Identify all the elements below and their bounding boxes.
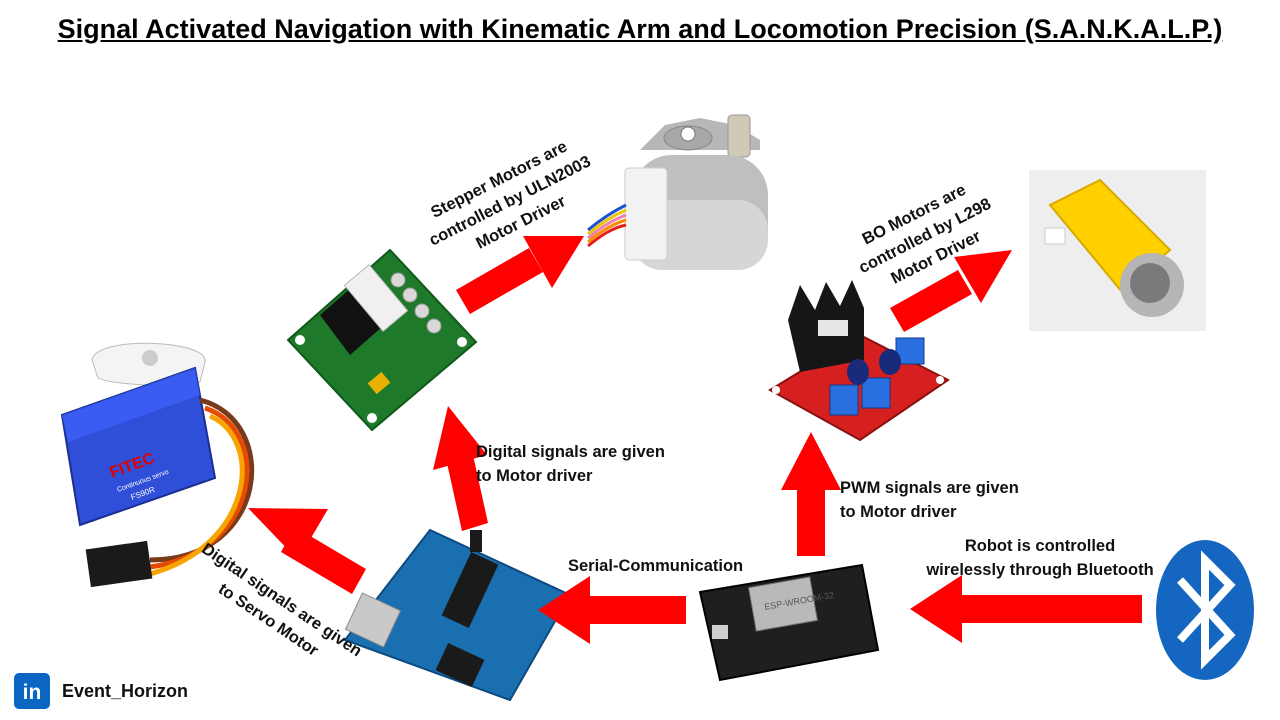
- label-pwm-to-driver: PWM signals are given to Motor driver: [840, 479, 1019, 521]
- linkedin-icon-text: in: [23, 681, 42, 704]
- brand-label: Event_Horizon: [62, 680, 189, 701]
- esp32-board-image: ESP-WROOM-32: [698, 563, 880, 682]
- page-title: Signal Activated Navigation with Kinemat…: [57, 14, 1223, 44]
- label-bluetooth-control: Robot is controlled wirelessly through B…: [926, 537, 1154, 579]
- linkedin-icon: in: [14, 673, 50, 709]
- arrow-esp32-to-l298: [781, 432, 841, 556]
- uln2003-driver-image: [286, 248, 478, 432]
- l298-driver-image: [768, 280, 950, 442]
- arrow-bluetooth-to-esp32: [910, 575, 1142, 643]
- label-serial-communication: Serial-Communication: [568, 557, 744, 575]
- stepper-motor-image: [587, 114, 768, 270]
- servo-motor-image: FITEC Continuous servo FS90R: [60, 342, 255, 588]
- bluetooth-icon: [1156, 540, 1254, 680]
- arduino-uno-image: [343, 528, 572, 702]
- arrow-arduino-to-servo: [248, 508, 366, 594]
- arrow-esp32-to-arduino: [538, 576, 686, 644]
- bo-motor-image: [1029, 170, 1206, 331]
- arrow-arduino-to-uln2003: [433, 406, 488, 531]
- label-digital-to-driver: Digital signals are given to Motor drive…: [476, 443, 665, 485]
- arrow-l298-to-bo-motor: [890, 250, 1012, 332]
- signal-arrows: [248, 236, 1142, 644]
- footer-brand: in Event_Horizon: [14, 673, 188, 709]
- arrow-uln2003-to-stepper: [456, 236, 584, 314]
